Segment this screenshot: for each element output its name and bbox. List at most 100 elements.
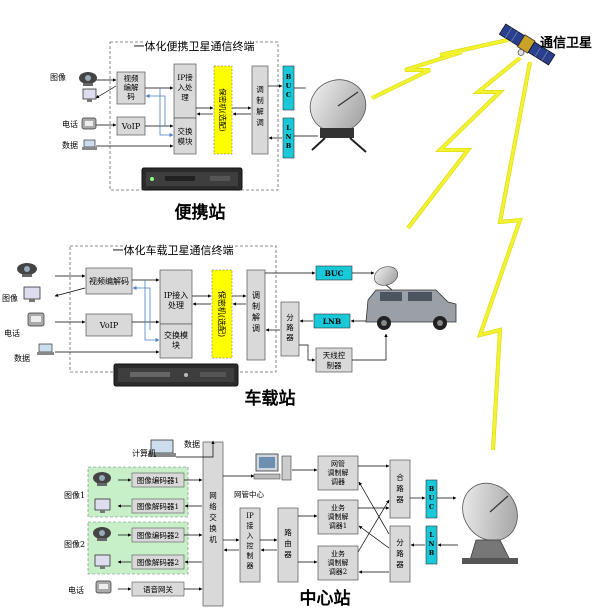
vehicle-splitter-box xyxy=(280,301,300,357)
portable-image-label: 图像 xyxy=(50,72,66,82)
portable-dish-antenna-icon xyxy=(309,79,367,153)
center-phone-label: 电话 xyxy=(68,585,84,595)
center-decoder1-label: 图像解码器1 xyxy=(137,501,179,511)
center-router-label: 路由器 xyxy=(284,527,292,559)
center-buc-box xyxy=(425,479,438,519)
portable-switch-box xyxy=(173,117,197,155)
satellite-icon xyxy=(498,23,556,66)
portable-station: 一体化便携卫星通信终端 视频编解码 VoIP IP接入处理 交换模块 保密机(选… xyxy=(50,37,367,223)
link-portable xyxy=(371,38,509,100)
vehicle-car-with-dish-icon xyxy=(365,266,457,330)
center-dish-antenna-icon xyxy=(462,482,518,564)
vehicle-voip-box xyxy=(85,313,133,337)
vehicle-switch-label: 交换模块 xyxy=(164,330,188,350)
center-nms-label: 网管中心 xyxy=(234,489,264,499)
vehicle-lnb-label: LNB xyxy=(323,317,341,326)
vehicle-phone-label: 电话 xyxy=(4,328,20,338)
vehicle-data-label: 数据 xyxy=(14,353,30,363)
portable-voip-label: VoIP xyxy=(121,122,141,131)
center-phone-icon xyxy=(95,580,112,594)
center-ip-access-ctrl-box xyxy=(239,507,261,583)
center-image2-label: 图像2 xyxy=(64,539,85,549)
vehicle-lnb-box xyxy=(313,313,351,329)
center-encoder2-label: 图像编码器2 xyxy=(137,530,179,540)
center-service-modem2-label: 业务调制解调器2 xyxy=(328,549,349,576)
portable-data-label: 数据 xyxy=(62,140,78,150)
center-service-modem1-box xyxy=(317,499,359,535)
center-nms-modem-box xyxy=(317,455,359,491)
center-connections xyxy=(117,440,458,591)
portable-laptop-icon xyxy=(82,139,97,150)
portable-phone-label: 电话 xyxy=(62,119,78,129)
vehicle-buc-label: BUC xyxy=(325,269,344,278)
portable-encryptor-box xyxy=(213,65,233,155)
vehicle-ip-access-label: IP接入处理 xyxy=(164,290,189,310)
center-decoder2-box xyxy=(131,554,185,570)
center-monitor1-icon xyxy=(94,498,111,513)
center-combiner-box xyxy=(389,459,411,519)
center-image1-label: 图像1 xyxy=(64,490,85,500)
center-combiner-label: 合路器 xyxy=(396,472,404,504)
vehicle-internal-links xyxy=(132,280,160,342)
center-laptop-icon xyxy=(148,439,176,457)
center-data-label: 数据 xyxy=(184,439,200,449)
vehicle-phone-icon xyxy=(27,312,45,327)
center-voice-gateway-label: 语音网关 xyxy=(143,584,173,594)
portable-monitor-icon xyxy=(82,88,97,102)
vehicle-switch-box xyxy=(159,323,193,359)
vehicle-image-label: 图像 xyxy=(2,293,18,303)
portable-switch-label: 交换模块 xyxy=(178,126,193,146)
center-computer-label: 计算机 xyxy=(132,448,156,458)
vehicle-terminal-device-icon xyxy=(113,363,239,387)
portable-camera-icon xyxy=(79,72,97,86)
portable-phone-icon xyxy=(81,117,97,130)
vehicle-antenna-controller-box xyxy=(315,347,353,373)
center-decoder1-box xyxy=(131,498,185,514)
portable-video-codec-label: 视频编解码 xyxy=(124,73,139,101)
center-service-modem1-label: 业务调制解调器1 xyxy=(328,503,349,530)
vehicle-station: 一体化车载卫星通信终端 视频编解码 VoIP IP接入处理 交换模块 保密机(选… xyxy=(2,241,457,409)
center-network-switch-label: 网络交换机 xyxy=(209,491,217,544)
vehicle-terminal-title: 一体化车载卫星通信终端 xyxy=(113,243,234,257)
vehicle-monitor-icon xyxy=(23,286,41,302)
center-station: 计算机 数据 图像1 图像2 图像编码器1 图像解码器1 图像编码器2 图像解码… xyxy=(64,439,518,609)
vehicle-encryptor-box xyxy=(211,269,233,359)
center-nms-computer-icon xyxy=(253,453,292,481)
portable-connections xyxy=(95,78,318,148)
portable-encryptor-label: 保密机(选配) xyxy=(218,88,228,131)
vehicle-laptop-icon xyxy=(37,343,54,355)
portable-lnb-box xyxy=(282,117,295,159)
link-center xyxy=(476,61,532,451)
center-router-box xyxy=(277,507,299,583)
center-decoder2-label: 图像解码器2 xyxy=(137,557,179,567)
center-nms-modem-label: 网管调制解调器 xyxy=(328,459,349,486)
center-station-name: 中心站 xyxy=(300,588,351,609)
center-encoder1-label: 图像编码器1 xyxy=(137,475,179,485)
center-monitor2-icon xyxy=(94,554,111,569)
center-splitter-label: 分路器 xyxy=(396,538,404,569)
vehicle-ip-access-box xyxy=(159,269,193,325)
vehicle-antenna-controller-label: 天线控制器 xyxy=(323,350,346,370)
portable-terminal-device-icon xyxy=(141,167,243,191)
portable-internal-links xyxy=(145,88,174,137)
vehicle-video-codec-label: 视频编解码 xyxy=(89,276,129,286)
vehicle-voip-label: VoIP xyxy=(99,321,119,330)
portable-terminal-title: 一体化便携卫星通信终端 xyxy=(134,39,255,53)
center-camera1-icon xyxy=(93,472,111,486)
vehicle-video-codec-box xyxy=(85,267,133,295)
vehicle-camera-icon xyxy=(17,263,37,277)
portable-modem-box xyxy=(251,65,269,155)
portable-ip-access-label: IP接入处理 xyxy=(177,72,193,102)
center-camera2-icon xyxy=(93,527,111,541)
vehicle-station-name: 车载站 xyxy=(245,388,296,409)
satellite-label: 通信卫星 xyxy=(540,35,592,51)
portable-modem-label: 调制解调 xyxy=(256,85,264,127)
center-service-modem2-box xyxy=(317,545,359,581)
link-vehicle xyxy=(406,56,521,229)
